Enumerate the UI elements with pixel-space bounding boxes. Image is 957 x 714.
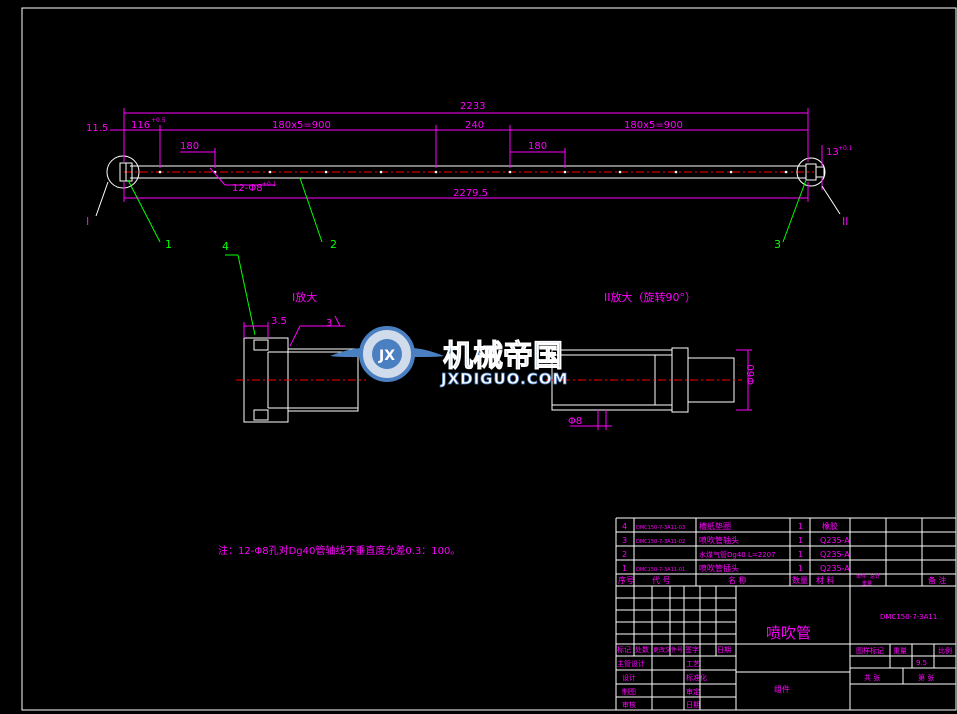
title-drawing-no: DMC150-7-3A11 — [880, 613, 937, 621]
title-sheets-total: 共 张 — [864, 673, 880, 682]
title-sheet-no: 第 张 — [918, 673, 934, 682]
balloon-2: 2 — [330, 238, 337, 251]
bom-no: 2 — [622, 550, 627, 559]
role-label: 审核 — [622, 700, 636, 709]
dim-spacing-left: 180x5=900 — [272, 120, 331, 131]
bom-material: 橡胶 — [822, 521, 838, 531]
dim-spacing-right: 180x5=900 — [624, 120, 683, 131]
dim-left-offset: 11.5 — [86, 123, 108, 134]
bom-header-unit: 单件 — [856, 573, 866, 580]
title-mark-label: 图样标记 — [856, 646, 884, 655]
bom-name: 水煤气管Dg40 L=2207 — [699, 550, 776, 559]
bom-name: 喷吹管插头 — [699, 563, 739, 573]
top-dimensions — [110, 108, 823, 202]
dim-right: 13 — [826, 147, 839, 158]
bom-qty: 1 — [798, 564, 803, 573]
bom-qty: 1 — [798, 550, 803, 559]
title-scale-label: 比例 — [938, 646, 952, 655]
balloon-3: 3 — [774, 238, 781, 251]
bom-no: 4 — [622, 522, 627, 531]
bom-header-no: 序号 — [618, 575, 634, 585]
bom-header-name: 名 称 — [728, 575, 747, 585]
watermark: JX 机械帝国 JXDIGUO.COM — [330, 326, 568, 388]
bom-header-weight: 重量 — [862, 580, 872, 587]
detail-weld: 3 — [326, 318, 332, 329]
pipe-holes — [158, 170, 788, 174]
balloon-1: 1 — [165, 238, 172, 251]
bom-header-qty: 数量 — [792, 575, 808, 585]
watermark-cn: 机械帝国 — [443, 339, 563, 374]
detail-circle-left — [106, 155, 140, 189]
drawing-frame — [21, 7, 957, 711]
detail-circle-right — [796, 157, 826, 187]
bom-material: Q235-A — [820, 536, 850, 545]
role-right-label: 工艺 — [686, 660, 700, 668]
bom-name: 槽纸垫圈 — [699, 521, 731, 531]
detail-dia-right: Φ60 — [746, 364, 757, 385]
detail-I: 3.5 3 I放大 — [236, 290, 366, 423]
view-label-left: I — [86, 215, 89, 228]
rev-label: 标记 — [617, 645, 631, 654]
bom-name: 喷吹管轴头 — [699, 535, 739, 545]
technical-note: 注：12-Φ8孔对Dg40管轴线不垂直度允差0.3：100。 — [218, 544, 460, 557]
dim-left-first: 116 — [131, 120, 150, 131]
role-right-label: 日期 — [686, 701, 700, 709]
detail-II: Φ60 Φ8 II放大（旋转90°） — [546, 290, 757, 430]
detail-dia-small: Φ8 — [568, 416, 582, 427]
rev-label: 签字 — [685, 645, 699, 654]
bom-header-material: 材 料 — [816, 575, 835, 585]
svg-text:JX: JX — [378, 348, 395, 364]
rev-label: 日期 — [717, 646, 731, 654]
bom-qty: 1 — [798, 536, 803, 545]
dim-holes-note: 12-Φ8 — [232, 183, 263, 194]
role-right-label: 审定 — [686, 687, 700, 696]
dim-left-first-tol: +0.5 — [151, 117, 166, 124]
detail-thk: 3.5 — [271, 316, 287, 327]
bom-qty: 1 — [798, 522, 803, 531]
dim-right-tol: +0.1 — [838, 145, 853, 152]
bom-code: DMC150-7-3A11-02 — [636, 539, 685, 545]
rev-label: 处数 — [635, 645, 649, 654]
bom-material: Q235-A — [820, 564, 850, 573]
dim-holes-tol: +0.1 — [262, 181, 277, 188]
bom-no: 3 — [622, 536, 627, 545]
watermark-en: JXDIGUO.COM — [440, 370, 568, 388]
title-part-name: 喷吹管 — [766, 624, 811, 642]
rev-label: 更改文件号 — [653, 646, 683, 654]
detail-title-left: I放大 — [292, 290, 317, 304]
dim-total: 2233 — [460, 101, 485, 112]
title-weight-label: 重量 — [893, 647, 907, 655]
bom-no: 1 — [622, 564, 627, 573]
balloon-labels: 1 2 3 4 — [165, 238, 781, 253]
title-block: 喷吹管 DMC150-7-3A11 组件 图样标记 重量 比例 9.5 共 张 … — [615, 585, 957, 711]
dim-overall: 2279.5 — [453, 188, 488, 199]
top-dimension-labels: 2233 11.5 116 +0.5 180x5=900 240 180x5=9… — [86, 101, 853, 199]
bom-header-remark: 备 注 — [928, 575, 947, 585]
bom-table: 4 DMC150-7-3A11-03 槽纸垫圈 1 橡胶 3 DMC150-7-… — [615, 517, 956, 587]
role-label: 设计 — [622, 673, 636, 682]
bom-header-code: 代 号 — [652, 575, 671, 585]
leaders — [127, 177, 807, 336]
role-label: 主管设计 — [617, 659, 645, 668]
role-right-label: 标准化 — [686, 673, 707, 682]
title-assembly: 组件 — [774, 684, 790, 694]
detail-title-right: II放大（旋转90°） — [604, 290, 696, 304]
balloon-4: 4 — [222, 240, 229, 253]
bom-material: Q235-A — [820, 550, 850, 559]
bom-code: DMC150-7-3A11-01 — [636, 567, 685, 573]
view-label-right: II — [842, 215, 849, 228]
role-label: 制图 — [622, 687, 636, 696]
main-pipe-view — [106, 155, 826, 189]
dim-spacing-mid: 240 — [465, 120, 484, 131]
dim-hole-pitch-right: 180 — [528, 141, 547, 152]
title-weight-value: 9.5 — [916, 659, 927, 667]
bom-header-total: 总计 — [870, 573, 880, 580]
dim-hole-pitch-left: 180 — [180, 141, 199, 152]
bom-code: DMC150-7-3A11-03 — [636, 525, 685, 531]
